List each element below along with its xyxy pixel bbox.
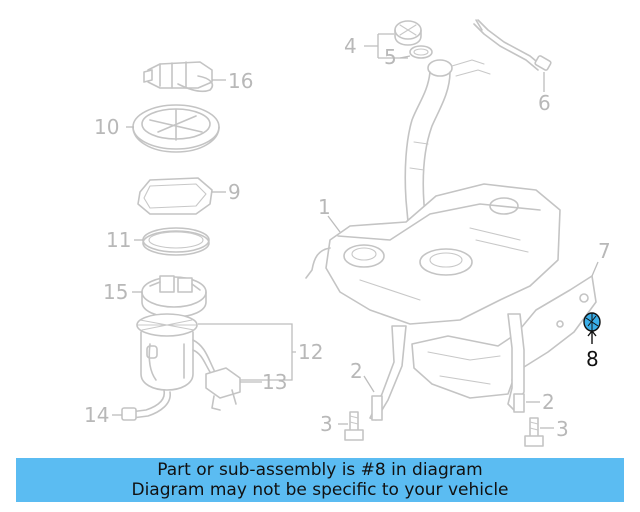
callout-4: 4 bbox=[344, 34, 357, 58]
leader-12 bbox=[198, 323, 296, 381]
callout-15: 15 bbox=[103, 280, 128, 304]
part-11-seal bbox=[142, 227, 210, 256]
callout-3b: 3 bbox=[556, 417, 569, 441]
leader-8-arrow bbox=[587, 329, 597, 337]
leader-7 bbox=[591, 261, 599, 277]
callout-2a: 2 bbox=[350, 359, 363, 383]
leader-2a bbox=[363, 375, 375, 393]
leader-4 bbox=[364, 33, 408, 59]
part-13-bracket bbox=[205, 367, 241, 411]
part-2-strap-left bbox=[369, 325, 407, 421]
part-14-wire bbox=[121, 389, 171, 421]
callout-10: 10 bbox=[94, 115, 119, 139]
filler-neck bbox=[404, 59, 491, 229]
part-10-lock-ring bbox=[132, 104, 220, 153]
part-12-pump-canister bbox=[136, 313, 217, 391]
part-3-bolt-right bbox=[524, 417, 544, 447]
callout-16: 16 bbox=[228, 69, 253, 93]
part-3-bolt-left bbox=[344, 411, 364, 441]
leader-1 bbox=[327, 215, 341, 233]
part-8-highlighted[interactable] bbox=[583, 312, 601, 332]
callout-9: 9 bbox=[228, 180, 241, 204]
info-banner: Part or sub-assembly is #8 in diagram Di… bbox=[16, 458, 624, 502]
callout-1: 1 bbox=[318, 195, 331, 219]
callout-13: 13 bbox=[262, 370, 287, 394]
callout-5: 5 bbox=[384, 45, 397, 69]
part-5-cap-seal bbox=[409, 45, 433, 59]
part-15-pump-top bbox=[141, 275, 207, 318]
callout-8: 8 bbox=[586, 347, 599, 371]
part-4-filler-cap bbox=[394, 20, 422, 46]
part-16-connector bbox=[143, 61, 214, 93]
parts-diagram: 16 10 9 11 15 12 bbox=[84, 19, 611, 447]
part-8-detail bbox=[585, 313, 599, 331]
callout-6: 6 bbox=[538, 91, 551, 115]
banner-line-1: Part or sub-assembly is #8 in diagram bbox=[157, 460, 483, 480]
leader-5 bbox=[399, 55, 411, 59]
part-9-retainer bbox=[137, 177, 213, 215]
callout-14: 14 bbox=[84, 403, 109, 427]
callout-12: 12 bbox=[298, 340, 323, 364]
callout-11: 11 bbox=[106, 228, 131, 252]
part-1-fuel-tank bbox=[305, 183, 561, 325]
callout-7: 7 bbox=[598, 239, 611, 263]
banner-line-2: Diagram may not be specific to your vehi… bbox=[131, 480, 509, 500]
callout-3a: 3 bbox=[320, 412, 333, 436]
callout-2b: 2 bbox=[542, 390, 555, 414]
part-6-vent-line bbox=[473, 19, 552, 71]
part-2-strap-right bbox=[507, 313, 525, 413]
